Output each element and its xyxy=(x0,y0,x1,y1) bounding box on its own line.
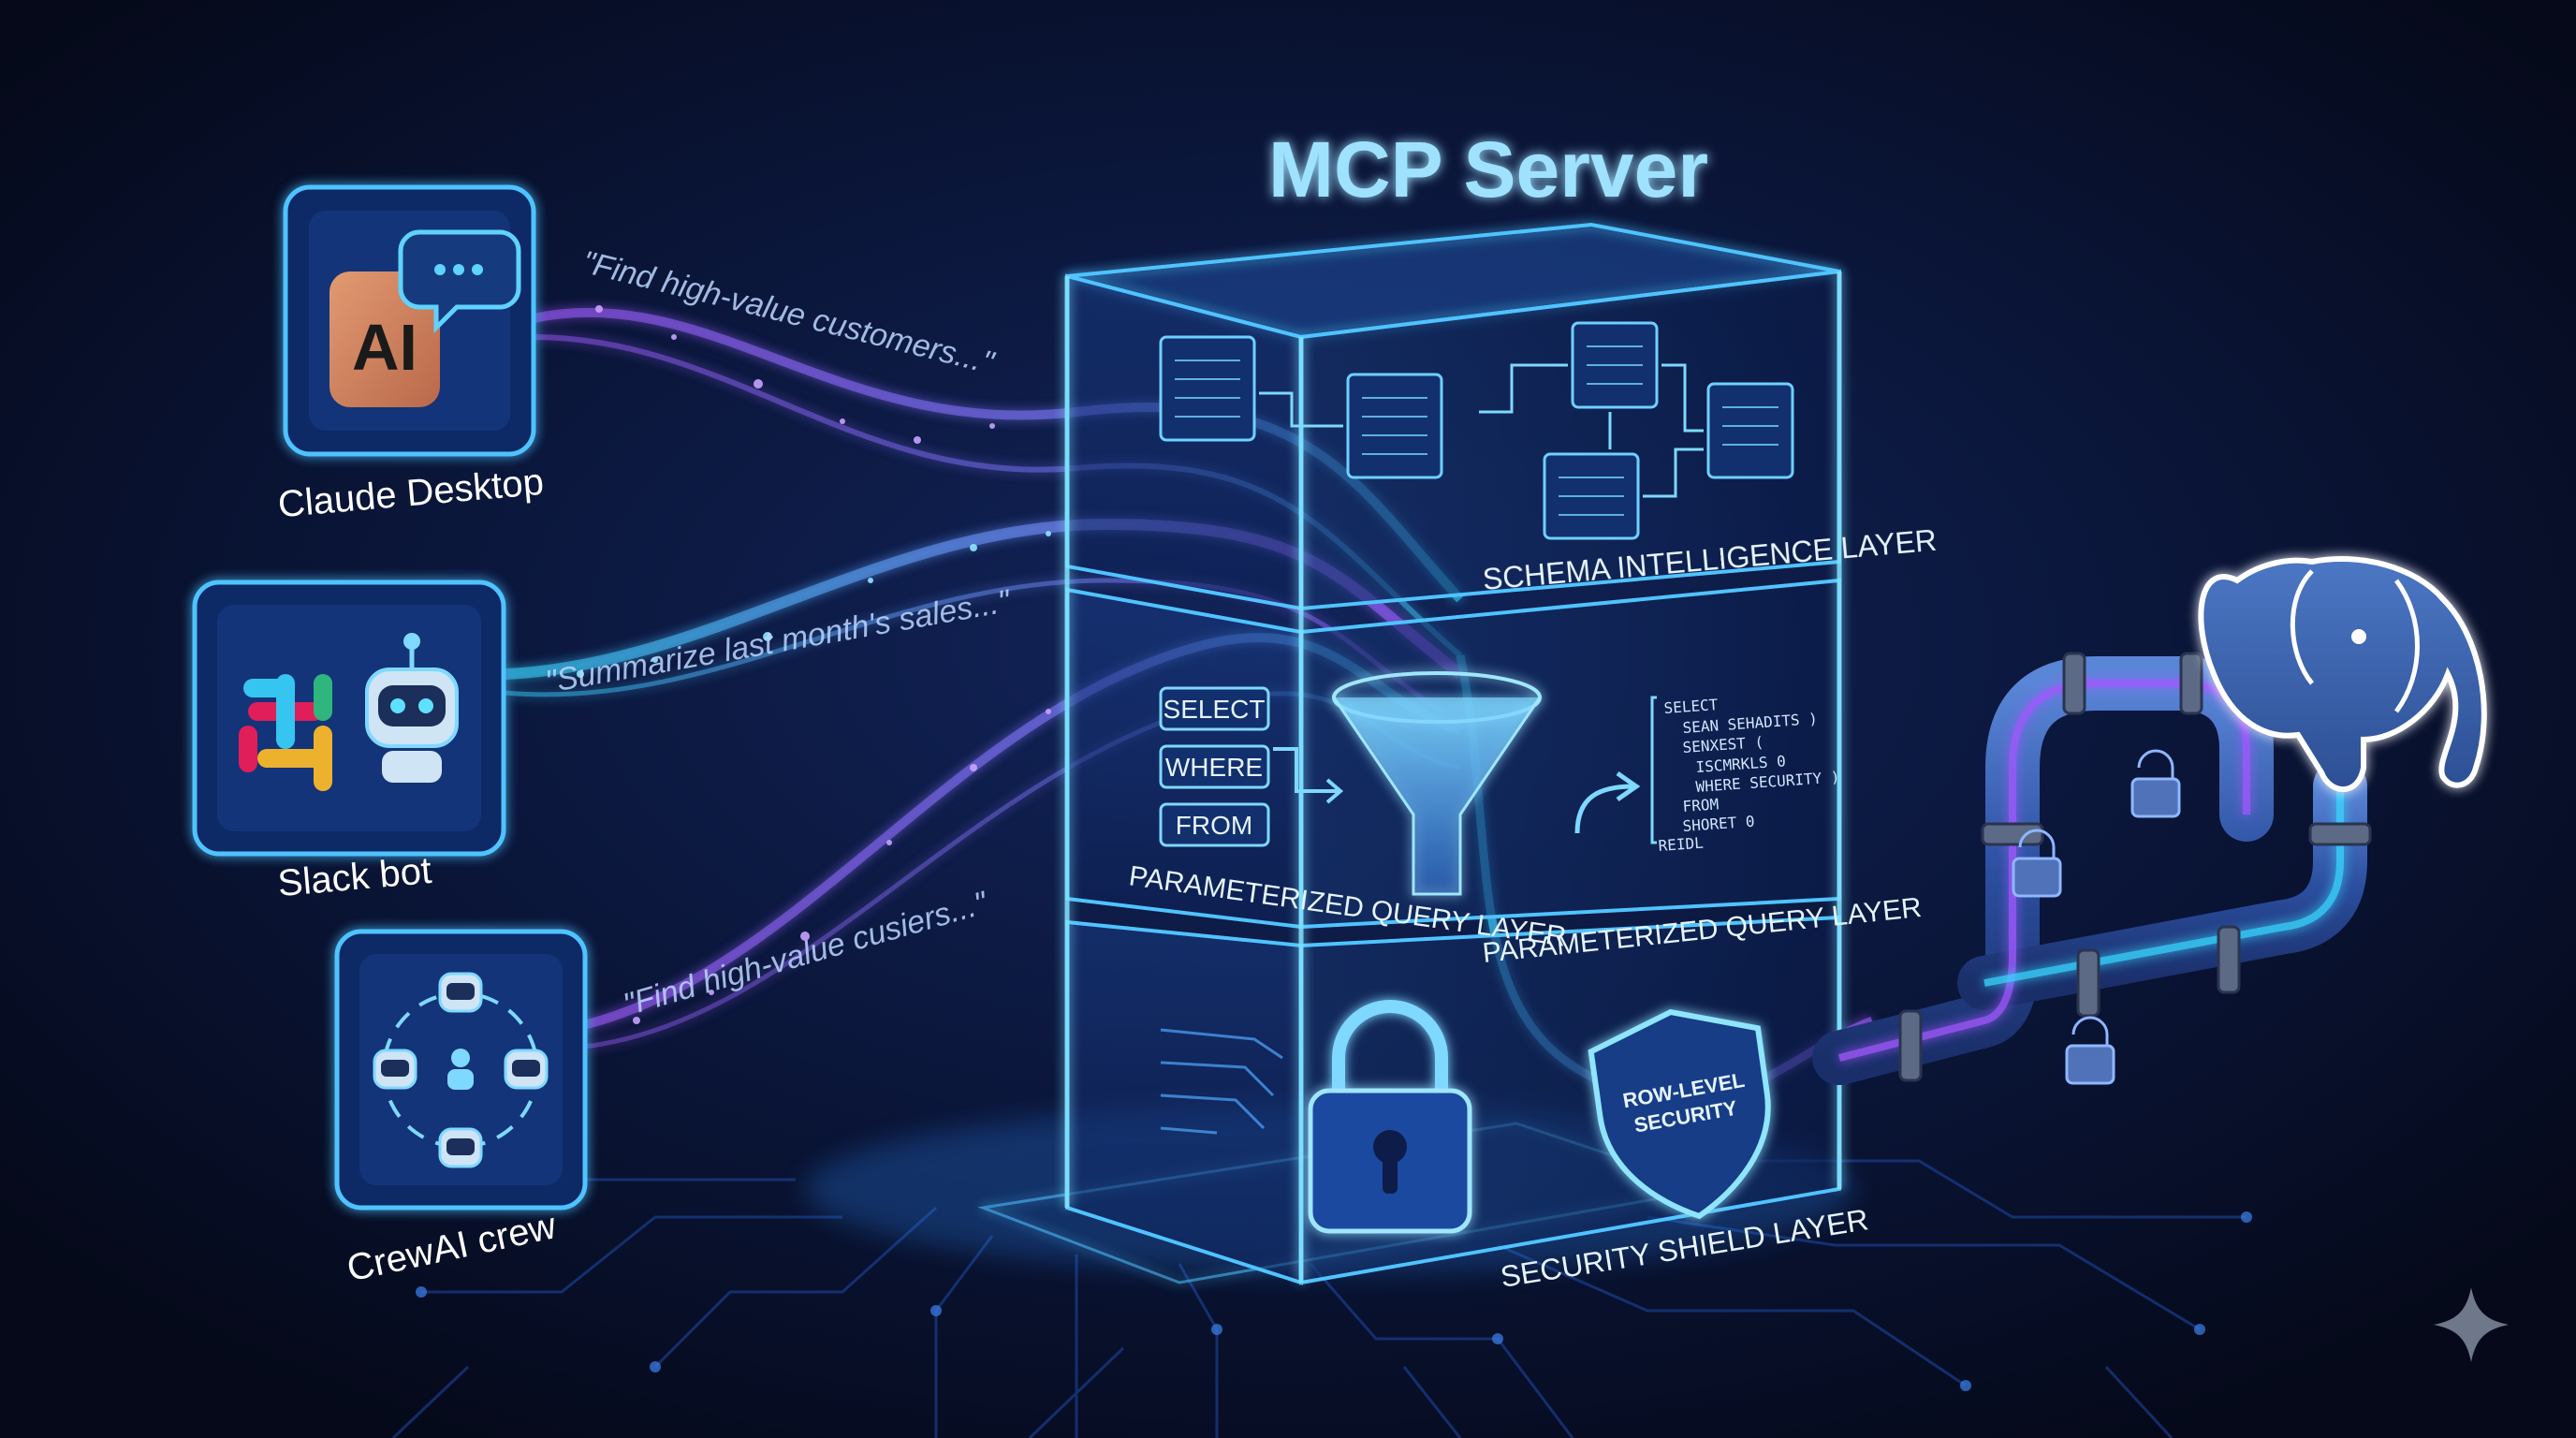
svg-text:AI: AI xyxy=(352,311,417,384)
client-card-slack-bot[interactable] xyxy=(192,580,506,857)
svg-text:WHERE: WHERE xyxy=(1165,753,1263,782)
stream-particles xyxy=(577,305,1051,1024)
generated-sql-panel: SELECT SEAN SEHADITS ) SENXEST ( ISCMRKL… xyxy=(1650,696,1840,855)
svg-text:FROM: FROM xyxy=(1682,795,1720,815)
sql-output-arrow-icon xyxy=(1574,770,1641,834)
sql-keyword-select: SELECT xyxy=(1159,686,1270,731)
robot-icon xyxy=(365,633,459,783)
circuit-floor xyxy=(391,1122,2247,1438)
schema-table-rows xyxy=(1175,345,1778,516)
sparkle-icon xyxy=(2434,1287,2509,1362)
pipe-lock-icons xyxy=(2012,749,2181,1085)
query-funnel-icon xyxy=(1332,671,1542,896)
svg-text:FROM: FROM xyxy=(1176,811,1252,840)
client-card-claude-desktop[interactable]: AI xyxy=(283,184,536,457)
client-card-crewai-crew[interactable] xyxy=(334,929,588,1211)
mcp-server-cube xyxy=(1064,222,1842,1285)
sql-keyword-where: WHERE xyxy=(1159,744,1270,789)
postgresql-elephant-icon xyxy=(2198,556,2487,793)
svg-text:REIDL: REIDL xyxy=(1658,834,1704,855)
row-level-security-shield-icon: ROW-LEVEL SECURITY xyxy=(1588,1008,1771,1220)
chat-bubble-icon xyxy=(398,229,521,334)
schema-relation-arrows xyxy=(1259,363,1704,498)
svg-text:SELECT: SELECT xyxy=(1164,695,1266,724)
sql-keyword-from: FROM xyxy=(1159,802,1270,847)
slack-icon xyxy=(239,674,332,791)
security-circuit-lines xyxy=(1160,1028,1283,1135)
svg-text:SELECT: SELECT xyxy=(1663,696,1719,717)
crew-agents-icon xyxy=(373,972,549,1168)
keywords-arrow-icon xyxy=(1273,747,1344,804)
diagram-title: MCP Server xyxy=(1268,125,1708,213)
padlock-icon xyxy=(1308,1000,1472,1234)
schema-intelligence-layer xyxy=(1065,269,1841,611)
